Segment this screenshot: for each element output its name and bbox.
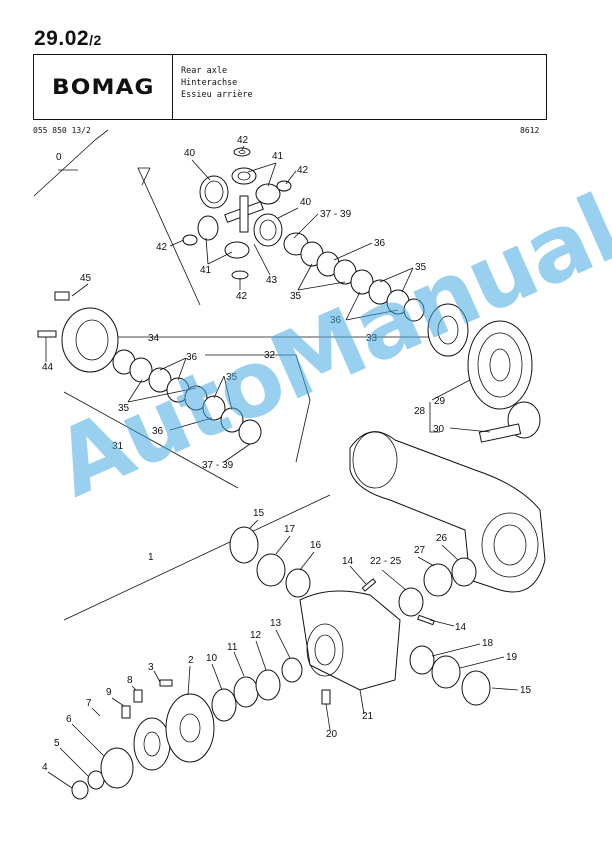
callout-35d: 35 xyxy=(415,262,427,273)
callout-35b: 35 xyxy=(226,372,238,383)
callout-36d: 36 xyxy=(330,315,342,326)
output-flange-stack xyxy=(71,578,435,800)
lower-bearings xyxy=(229,526,491,706)
callout-40b: 40 xyxy=(300,197,312,208)
callout-45: 45 xyxy=(80,273,92,284)
drive-pinion xyxy=(478,401,541,443)
callout-10: 10 xyxy=(206,653,218,664)
callout-6: 6 xyxy=(66,714,72,725)
callout-14a: 14 xyxy=(342,556,354,567)
header-divider xyxy=(172,55,174,119)
callout-41b: 41 xyxy=(200,265,212,276)
callout-17: 17 xyxy=(284,524,296,535)
page-number: 29.02/2 xyxy=(34,27,102,50)
callout-20: 20 xyxy=(326,729,338,740)
callout-40a: 40 xyxy=(184,148,196,159)
part-number: 055 850 13/2 xyxy=(33,126,91,135)
left-washers xyxy=(112,349,262,445)
callout-5: 5 xyxy=(54,738,60,749)
callout-7: 7 xyxy=(86,698,92,709)
axle-housing xyxy=(349,431,546,593)
callout-19: 19 xyxy=(506,652,518,663)
callout-33: 33 xyxy=(366,333,378,344)
callout-26: 26 xyxy=(436,533,448,544)
callout-34: 34 xyxy=(148,333,160,344)
callout-35c: 35 xyxy=(290,291,302,302)
callout-31: 31 xyxy=(112,441,124,452)
callout-36c: 36 xyxy=(374,238,386,249)
callout-44: 44 xyxy=(42,362,54,373)
callout-18: 18 xyxy=(482,638,494,649)
callout-37-39a: 37 - 39 xyxy=(320,209,352,220)
title-german: Hinterachse xyxy=(181,78,238,88)
callout-22-25: 22 - 25 xyxy=(370,556,402,567)
callout-15a: 15 xyxy=(253,508,265,519)
center-drive-case xyxy=(299,590,401,691)
differential-spider xyxy=(182,147,292,280)
frame-lines xyxy=(33,129,445,621)
callout-41a: 41 xyxy=(272,151,284,162)
callout-27: 27 xyxy=(414,545,426,556)
callout-36b: 36 xyxy=(152,426,164,437)
title-french: Essieu arrière xyxy=(181,90,253,100)
callout-42b: 42 xyxy=(297,165,309,176)
brand-logo: BOMAG xyxy=(52,75,155,99)
title-english: Rear axle xyxy=(181,66,228,76)
callout-16: 16 xyxy=(310,540,322,551)
callout-42c: 42 xyxy=(156,242,168,253)
callout-0: 0 xyxy=(56,152,62,163)
callout-37-39b: 37 - 39 xyxy=(202,460,234,471)
callout-3: 3 xyxy=(148,662,154,673)
callout-43: 43 xyxy=(266,275,278,286)
header-box: BOMAG Rear axle Hinterachse Essieu arriè… xyxy=(33,54,547,120)
callout-42a: 42 xyxy=(237,135,249,146)
callout-21: 21 xyxy=(362,711,374,722)
callout-30: 30 xyxy=(433,424,445,435)
callout-9: 9 xyxy=(106,687,112,698)
callout-1: 1 xyxy=(148,552,154,563)
page-subnumber: /2 xyxy=(89,32,102,48)
callout-13: 13 xyxy=(270,618,282,629)
callout-29: 29 xyxy=(434,396,446,407)
title-block: Rear axle Hinterachse Essieu arrière xyxy=(181,65,253,101)
date-code: 8612 xyxy=(520,126,540,135)
upper-washers xyxy=(283,232,425,322)
callout-4: 4 xyxy=(42,762,48,773)
callout-42d: 42 xyxy=(236,291,248,302)
callout-11: 11 xyxy=(227,642,238,653)
callout-labels: 0 1 2 3 4 5 6 7 8 9 10 11 12 13 14 14 15… xyxy=(42,135,532,773)
callout-14b: 14 xyxy=(455,622,467,633)
callout-36a: 36 xyxy=(186,352,198,363)
left-housing-cover xyxy=(37,291,119,373)
callout-2: 2 xyxy=(188,655,194,666)
callout-32: 32 xyxy=(264,350,276,361)
differential-housing xyxy=(427,303,533,410)
leader-lines xyxy=(45,145,519,789)
callout-28: 28 xyxy=(414,406,426,417)
callout-12: 12 xyxy=(250,630,262,641)
callout-35a: 35 xyxy=(118,403,130,414)
callout-8: 8 xyxy=(127,675,133,686)
callout-15b: 15 xyxy=(520,685,532,696)
